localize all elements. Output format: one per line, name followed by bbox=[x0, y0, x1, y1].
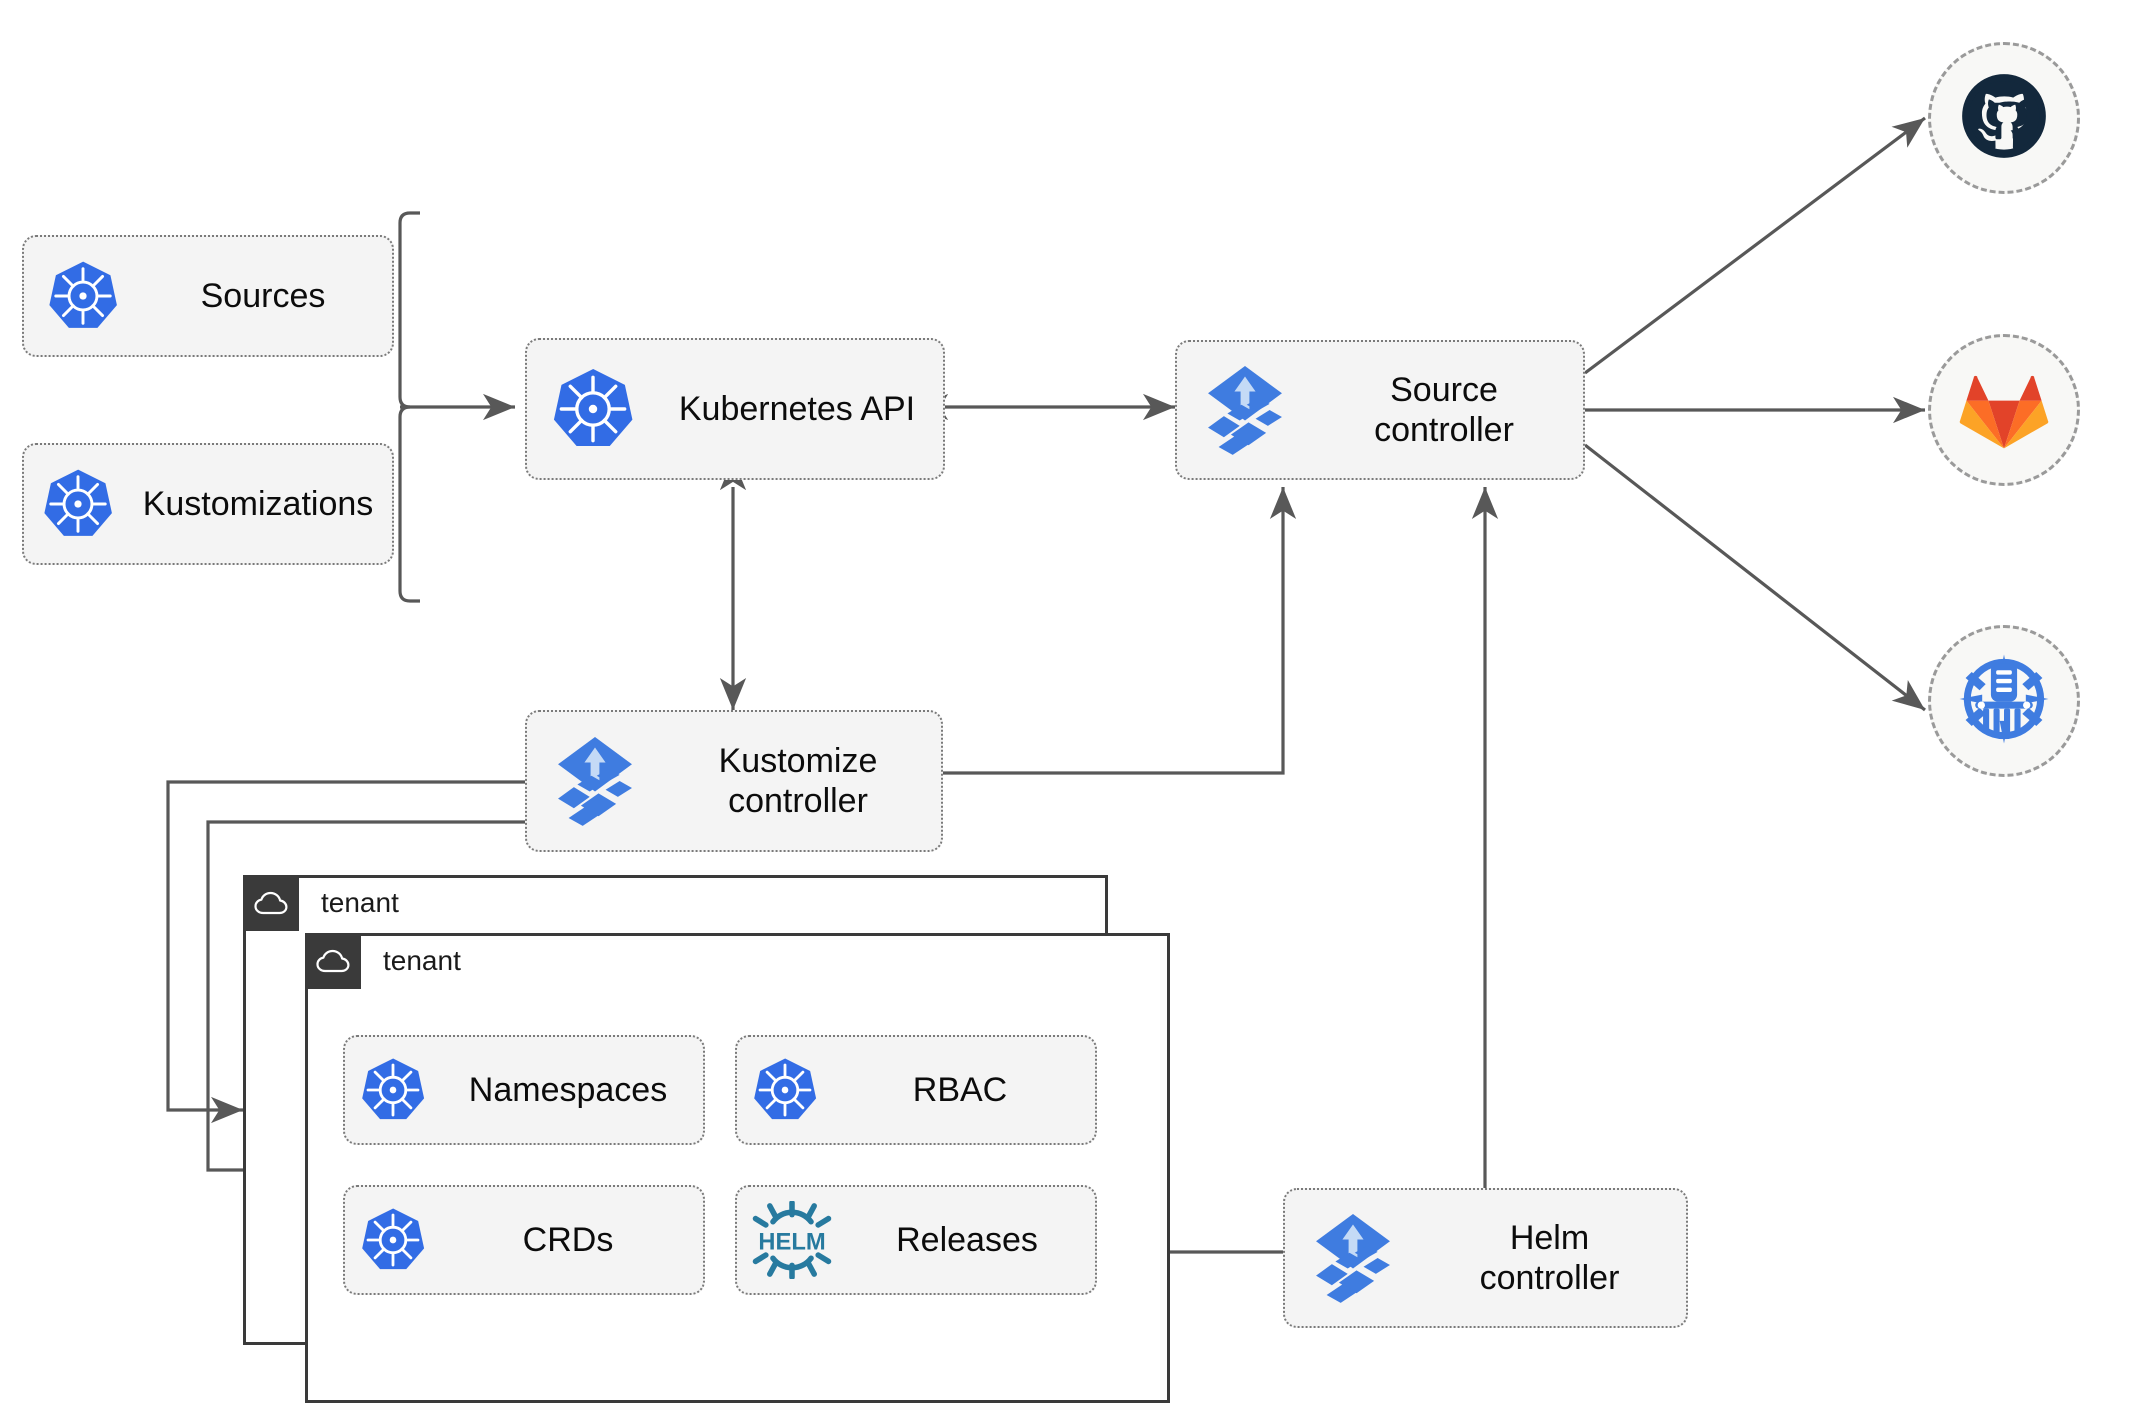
tenant-label-back: tenant bbox=[321, 887, 399, 918]
edge-source-to-bucket bbox=[1584, 443, 1926, 712]
edge-kustomize-to-source bbox=[943, 487, 1297, 775]
kubernetes-icon bbox=[345, 1206, 441, 1274]
kubernetes-icon bbox=[527, 366, 659, 452]
gitlab-icon bbox=[1958, 364, 2050, 457]
node-label-rbac: RBAC bbox=[912, 1070, 1008, 1109]
provider-gitlab[interactable] bbox=[1928, 334, 2080, 486]
tenant-container-front[interactable]: tenant bbox=[305, 933, 1170, 1403]
provider-bucket[interactable] bbox=[1928, 625, 2080, 777]
node-label-helm-controller: Helm controller bbox=[1479, 1218, 1620, 1297]
kubernetes-icon bbox=[24, 467, 132, 541]
node-releases[interactable]: HELM Releases bbox=[735, 1185, 1097, 1295]
node-label-source-controller: Source controller bbox=[1374, 370, 1514, 449]
node-namespaces[interactable]: Namespaces bbox=[343, 1035, 705, 1145]
flux-icon bbox=[1285, 1212, 1421, 1304]
edge-source-to-github bbox=[1584, 116, 1926, 375]
tenant-label-front: tenant bbox=[383, 945, 461, 976]
node-kustomize-controller[interactable]: Kustomize controller bbox=[525, 710, 943, 852]
tenant-tab-front: tenant bbox=[305, 933, 461, 989]
kubernetes-icon bbox=[737, 1056, 833, 1124]
provider-github[interactable] bbox=[1928, 42, 2080, 194]
node-label-crds: CRDs bbox=[522, 1220, 614, 1259]
node-label-namespaces: Namespaces bbox=[468, 1070, 668, 1109]
flux-icon bbox=[527, 735, 663, 827]
node-rbac[interactable]: RBAC bbox=[735, 1035, 1097, 1145]
helm-icon: HELM bbox=[737, 1201, 847, 1279]
kubernetes-icon bbox=[345, 1056, 441, 1124]
cloud-icon bbox=[243, 875, 299, 931]
node-sources[interactable]: Sources bbox=[22, 235, 394, 357]
node-label-kustomize-controller: Kustomize controller bbox=[718, 741, 878, 820]
kubernetes-icon bbox=[24, 259, 142, 333]
node-label-kustomizations: Kustomizations bbox=[142, 484, 374, 523]
node-source-controller[interactable]: Source controller bbox=[1175, 340, 1585, 480]
flux-icon bbox=[1177, 364, 1313, 456]
node-label-releases: Releases bbox=[896, 1220, 1038, 1259]
bucket-icon bbox=[1956, 651, 2052, 752]
node-label-kubernetes-api: Kubernetes API bbox=[678, 389, 916, 428]
cloud-icon bbox=[305, 933, 361, 989]
node-helm-controller[interactable]: Helm controller bbox=[1283, 1188, 1688, 1328]
svg-text:HELM: HELM bbox=[758, 1229, 825, 1256]
node-crds[interactable]: CRDs bbox=[343, 1185, 705, 1295]
resources-bracket bbox=[398, 211, 420, 603]
github-icon bbox=[1958, 70, 2050, 167]
node-kustomizations[interactable]: Kustomizations bbox=[22, 443, 394, 565]
node-kubernetes-api[interactable]: Kubernetes API bbox=[525, 338, 945, 480]
tenant-tab-back: tenant bbox=[243, 875, 399, 931]
node-label-sources: Sources bbox=[200, 276, 326, 315]
